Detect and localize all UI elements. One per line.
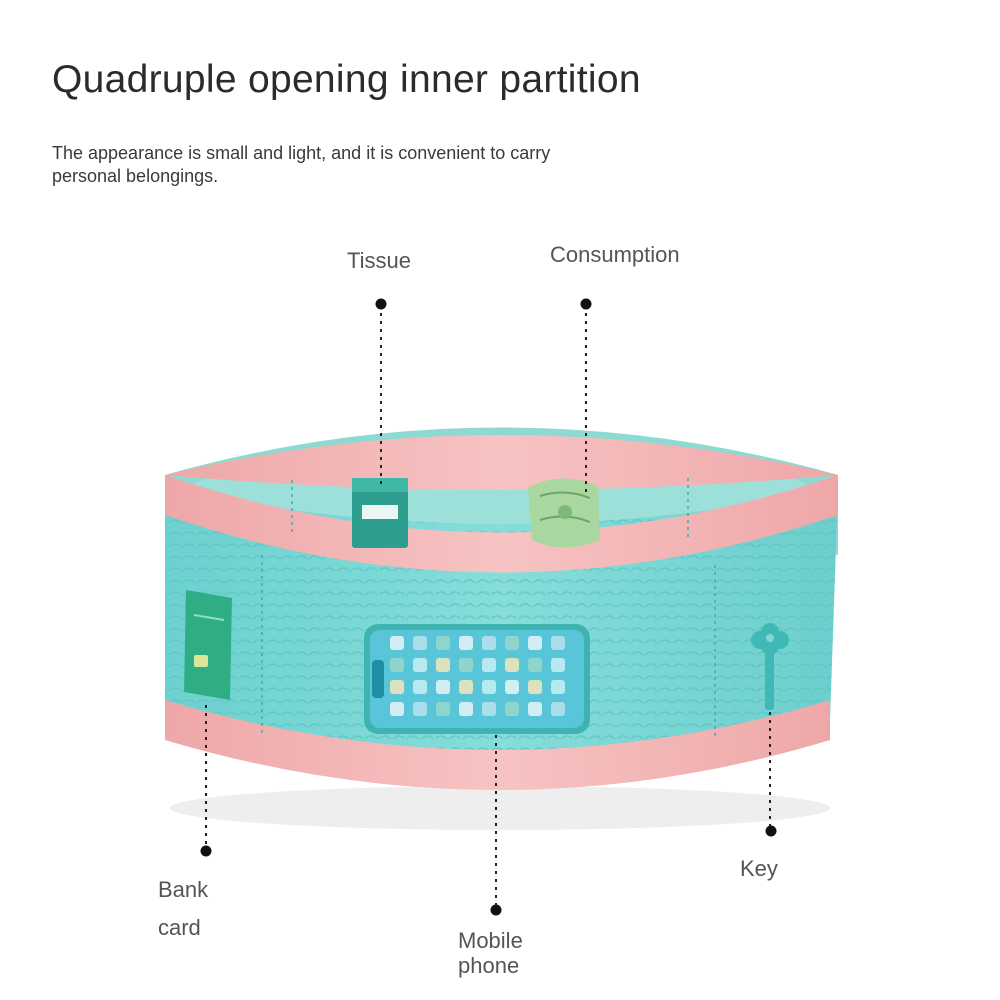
key-label: Key	[740, 856, 778, 881]
phone-app-tile	[505, 702, 519, 716]
bank-card-label: Bank card	[158, 871, 238, 947]
phone-app-tile	[459, 658, 473, 672]
phone-app-tile	[505, 636, 519, 650]
phone-app-tile	[390, 680, 404, 694]
banknote-icon	[528, 478, 600, 548]
phone-app-tile	[436, 680, 450, 694]
phone-app-tile	[482, 680, 496, 694]
phone-app-tile	[413, 680, 427, 694]
phone-app-tile	[459, 680, 473, 694]
phone-app-tile	[413, 658, 427, 672]
phone-app-tile	[413, 636, 427, 650]
phone-app-tile	[390, 636, 404, 650]
tissue-label: Tissue	[347, 248, 411, 273]
phone-app-tile	[551, 680, 565, 694]
page-title: Quadruple opening inner partition	[52, 58, 641, 101]
belt-bottom-band	[165, 700, 830, 790]
key-dot	[765, 825, 777, 837]
phone-app-tile	[436, 636, 450, 650]
phone-app-tile	[459, 636, 473, 650]
phone-app-tile	[413, 702, 427, 716]
phone-app-tile	[551, 702, 565, 716]
belt-top-band	[165, 475, 838, 573]
belt-shadow	[170, 786, 830, 830]
belt-top-rim	[165, 435, 838, 490]
phone-app-tile	[482, 658, 496, 672]
consumption-label: Consumption	[550, 242, 680, 267]
bank-card-label-line2: card	[158, 915, 201, 940]
phone-app-tile	[528, 658, 542, 672]
phone-app-tile	[390, 658, 404, 672]
phone-app-tile	[482, 636, 496, 650]
phone-app-tile	[436, 702, 450, 716]
bank-card-dot	[200, 845, 212, 857]
mobile-phone-label: Mobile phone	[458, 928, 558, 978]
mobile-phone-label-line2: phone	[458, 953, 520, 978]
bank-card-icon	[184, 590, 232, 700]
phone-app-tile	[551, 636, 565, 650]
bank-card-label-line1: Bank	[158, 877, 209, 902]
phone-app-tile	[528, 636, 542, 650]
phone-app-tile	[505, 680, 519, 694]
phone-app-tile	[459, 702, 473, 716]
phone-app-tile	[528, 702, 542, 716]
mobile-phone-dot	[490, 904, 502, 916]
mobile-phone-label-line1: Mobile	[458, 928, 523, 953]
phone-app-tile	[551, 658, 565, 672]
tissue-pack-icon	[352, 478, 408, 548]
phone-app-tile	[436, 658, 450, 672]
phone-app-tile	[482, 702, 496, 716]
phone-app-grid	[390, 636, 565, 716]
phone-app-tile	[390, 702, 404, 716]
page-subtitle: The appearance is small and light, and i…	[52, 143, 551, 186]
phone-app-tile	[505, 658, 519, 672]
tissue-dot	[375, 298, 387, 310]
key-icon	[751, 623, 789, 710]
phone-app-tile	[528, 680, 542, 694]
consumption-dot	[580, 298, 592, 310]
